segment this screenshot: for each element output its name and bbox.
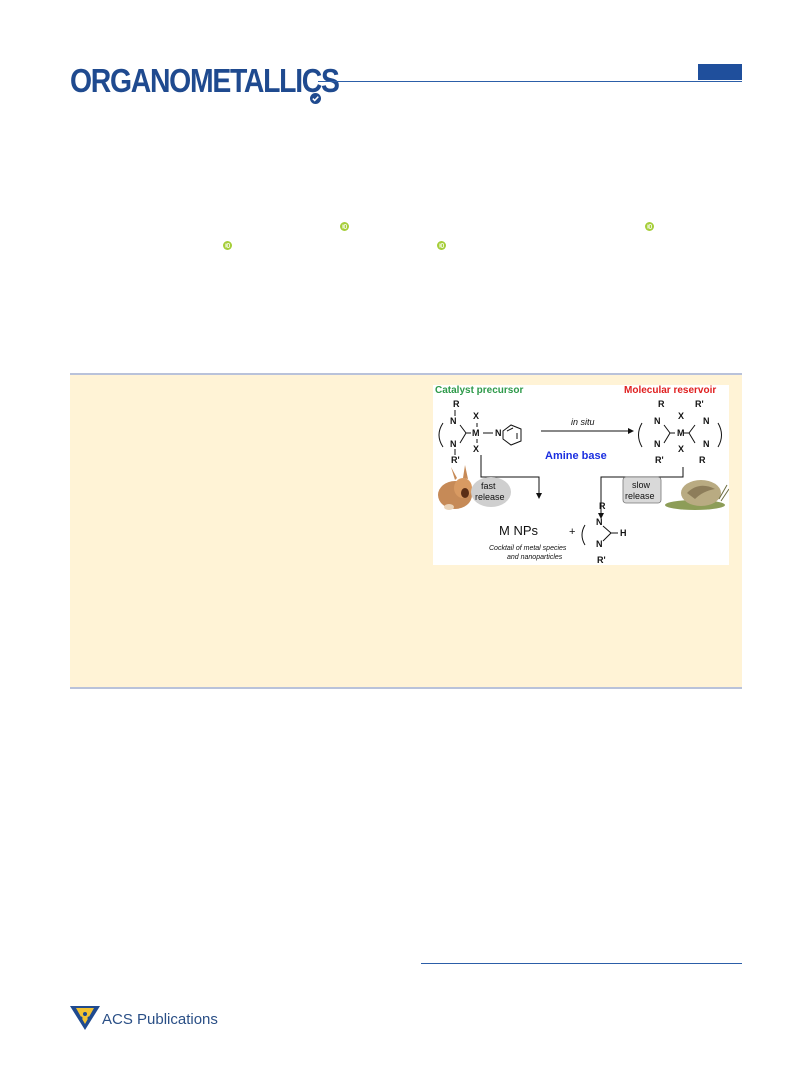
toc-graphic: Catalyst precursor Molecular reservoir R…: [433, 385, 730, 565]
amine-base-label: Amine base: [545, 450, 607, 462]
product-note: Cocktail of metal species: [489, 545, 567, 552]
orcid-icon[interactable]: [340, 222, 349, 231]
svg-text:M: M: [677, 428, 685, 438]
svg-text:N: N: [596, 517, 603, 527]
svg-text:N: N: [703, 439, 710, 449]
header-rule: [318, 81, 742, 82]
svg-text:X: X: [473, 444, 479, 454]
svg-text:N: N: [654, 439, 661, 449]
svg-text:X: X: [678, 411, 684, 421]
svg-text:N: N: [703, 416, 710, 426]
journal-logo: ORGANOMETALLICS: [70, 62, 340, 99]
svg-text:R': R': [451, 455, 460, 465]
svg-text:R': R': [597, 555, 606, 565]
rabbit-illustration: [438, 465, 472, 510]
orcid-icon[interactable]: [437, 241, 446, 250]
precursor-complex: R N N R' X M X N: [438, 399, 522, 465]
in-situ-label: in situ: [571, 417, 595, 427]
svg-text:X: X: [473, 411, 479, 421]
svg-text:R: R: [699, 455, 706, 465]
svg-text:X: X: [678, 444, 684, 454]
reservoir-complex: R N N R' X M X R' N N R: [638, 399, 722, 465]
svg-text:R': R': [695, 399, 704, 409]
snail-illustration: [665, 480, 730, 510]
molecular-reservoir-label: Molecular reservoir: [624, 385, 716, 396]
slow-release-label: slow: [632, 480, 651, 490]
svg-text:N: N: [654, 416, 661, 426]
orcid-icon[interactable]: [645, 222, 654, 231]
svg-text:R': R': [655, 455, 664, 465]
check-badge-icon: [310, 93, 321, 104]
acs-logo-icon: [70, 1006, 100, 1030]
product-label: M NPs: [499, 523, 539, 538]
svg-text:N: N: [596, 539, 603, 549]
fast-release-label: fast: [481, 481, 496, 491]
publisher-name: ACS Publications: [102, 1011, 218, 1028]
product-note: and nanoparticles: [507, 554, 563, 561]
svg-text:R: R: [658, 399, 665, 409]
footnote-rule: [421, 963, 742, 964]
svg-text:N: N: [450, 439, 457, 449]
svg-text:R: R: [453, 399, 460, 409]
fast-release-label: release: [475, 492, 505, 502]
plus-sign: +: [569, 526, 575, 538]
svg-text:N: N: [450, 416, 457, 426]
svg-text:M: M: [472, 428, 480, 438]
orcid-icon[interactable]: [223, 241, 232, 250]
header-tab: [698, 64, 742, 80]
svg-text:R: R: [599, 501, 606, 511]
catalyst-precursor-label: Catalyst precursor: [435, 385, 523, 396]
imidazolium-product: R N N R' H: [581, 501, 627, 565]
svg-text:H: H: [620, 528, 627, 538]
slow-release-label: release: [625, 491, 655, 501]
svg-text:N: N: [495, 428, 502, 438]
